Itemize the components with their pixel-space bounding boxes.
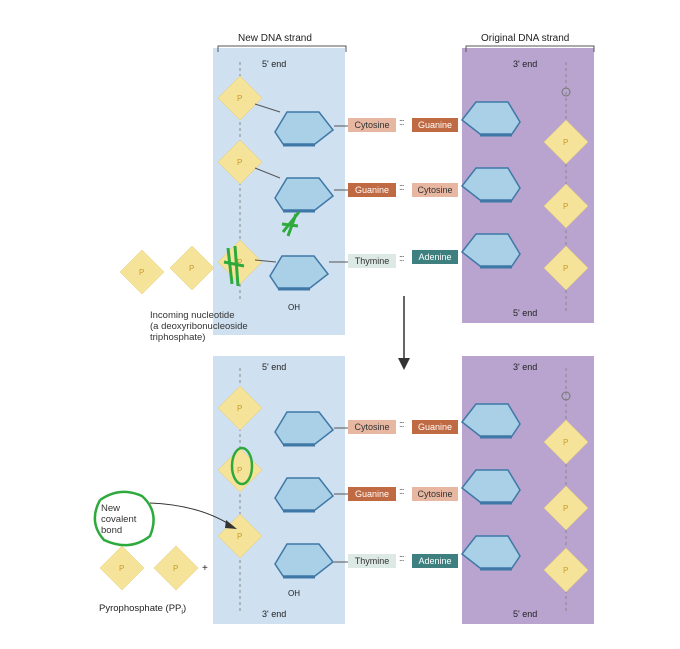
new-bond-arrow-line [149, 502, 233, 527]
phosphate-orig-bottom-1 [543, 485, 589, 531]
hydrogen-bond-6: ::: [399, 553, 404, 563]
phosphate-orig-top-2-p: P [563, 264, 568, 273]
hydrogen-bond-2: ::: [399, 182, 404, 192]
phosphate-orig-top-1 [543, 183, 589, 229]
phosphate-new-bottom-0 [217, 385, 263, 431]
phosphate-orig-top-1-p: P [563, 202, 568, 211]
new-covalent-bond-label: New covalent bond [101, 503, 136, 536]
phosphate-orig-bottom-0 [543, 419, 589, 465]
base-cytosine-left: Cytosine [348, 118, 396, 132]
phosphate-incoming-3 [119, 249, 165, 295]
pyrophosphate-1-p: P [119, 564, 124, 573]
base-cytosine-right-bottom: Cytosine [412, 487, 458, 501]
new-bond-line1: New [101, 503, 121, 514]
phosphate-new-top-1-p: P [237, 158, 242, 167]
base-adenine-right-bottom: Adenine [412, 554, 458, 568]
end-label-top-right: 3' end [513, 59, 538, 69]
new-bond-arrow-head [225, 520, 237, 529]
new-dna-strand-label: New DNA strand [238, 33, 312, 44]
phosphate-orig-bottom-1-p: P [563, 504, 568, 513]
phosphate-new-bottom-2-p: P [237, 532, 242, 541]
end-label-bottom-left-top: 5' end [262, 362, 287, 372]
process-arrow-head [398, 358, 410, 370]
incoming-nucleotide-line3: triphosphate) [150, 332, 206, 343]
incoming-nucleotide-label: Incoming nucleotide (a deoxyribonucleosi… [150, 310, 248, 343]
link-new-1 [254, 103, 281, 113]
pyrophosphate-text: Pyrophosphate (PP [99, 603, 182, 614]
pyrophosphate-2-p: P [173, 564, 178, 573]
green-slash-mark [223, 245, 245, 287]
terminal-orig-bottom [561, 391, 571, 401]
base-guanine-left: Guanine [348, 183, 396, 197]
incoming-nucleotide-line1: Incoming nucleotide [150, 310, 235, 321]
end-label-top-right-bottom: 5' end [513, 308, 538, 318]
end-label-bottom-right-top: 3' end [513, 362, 538, 372]
phosphate-new-bottom-0-p: P [237, 404, 242, 413]
base-adenine-right: Adenine [412, 250, 458, 264]
incoming-nucleotide-line2: (a deoxyribonucleoside [150, 321, 248, 332]
green-circle-mark [230, 446, 254, 486]
green-cross-mark [281, 211, 301, 237]
phosphate-incoming-2 [169, 245, 215, 291]
oh-label-bottom: OH [288, 589, 300, 598]
link-incoming [254, 259, 277, 263]
green-loop-mark [93, 490, 155, 547]
phosphate-incoming-3-p: P [139, 268, 144, 277]
original-dna-strand-label: Original DNA strand [481, 33, 570, 44]
phosphate-orig-top-0 [543, 119, 589, 165]
base-guanine-right: Guanine [412, 118, 458, 132]
new-bond-line2: covalent [101, 514, 137, 525]
hydrogen-bond-5: ::: [399, 486, 404, 496]
phosphate-new-bottom-1-p: P [237, 466, 242, 475]
phosphate-orig-bottom-0-p: P [563, 438, 568, 447]
phosphate-new-top-0-p: P [237, 94, 242, 103]
link-new-2 [254, 167, 281, 179]
oh-label-top: OH [288, 303, 300, 312]
phosphate-new-top-0 [217, 75, 263, 121]
new-bond-line3: bond [101, 525, 123, 536]
phosphate-orig-bottom-2 [543, 547, 589, 593]
new-strand-bracket [217, 45, 347, 52]
pyrophosphate-1 [99, 545, 145, 591]
end-label-bottom-left-bottom: 3' end [262, 609, 287, 619]
pyrophosphate-2 [153, 545, 199, 591]
pyrophosphate-subscript: i [181, 608, 183, 616]
base-cytosine-left-bottom: Cytosine [348, 420, 396, 434]
base-guanine-left-bottom: Guanine [348, 487, 396, 501]
base-guanine-right-bottom: Guanine [412, 420, 458, 434]
hydrogen-bond-4: ::: [399, 419, 404, 429]
plus-sign: + [202, 563, 208, 574]
phosphate-incoming-1-p: P [237, 258, 242, 267]
end-label-bottom-right-bottom: 5' end [513, 609, 538, 619]
phosphate-new-top-1 [217, 139, 263, 185]
phosphate-incoming-2-p: P [189, 264, 194, 273]
base-cytosine-right: Cytosine [412, 183, 458, 197]
end-label-top-left: 5' end [262, 59, 287, 69]
hydrogen-bond-3: ::: [399, 253, 404, 263]
pyrophosphate-label: Pyrophosphate (PPi) [99, 603, 186, 616]
phosphate-orig-bottom-2-p: P [563, 566, 568, 575]
phosphate-orig-top-0-p: P [563, 138, 568, 147]
phosphate-orig-top-2 [543, 245, 589, 291]
terminal-orig-top [561, 87, 571, 97]
base-thymine-left-bottom: Thymine [348, 554, 396, 568]
original-strand-bracket [465, 45, 595, 52]
hydrogen-bond-1: ::: [399, 117, 404, 127]
pyrophosphate-close: ) [182, 603, 187, 614]
base-thymine-left: Thymine [348, 254, 396, 268]
